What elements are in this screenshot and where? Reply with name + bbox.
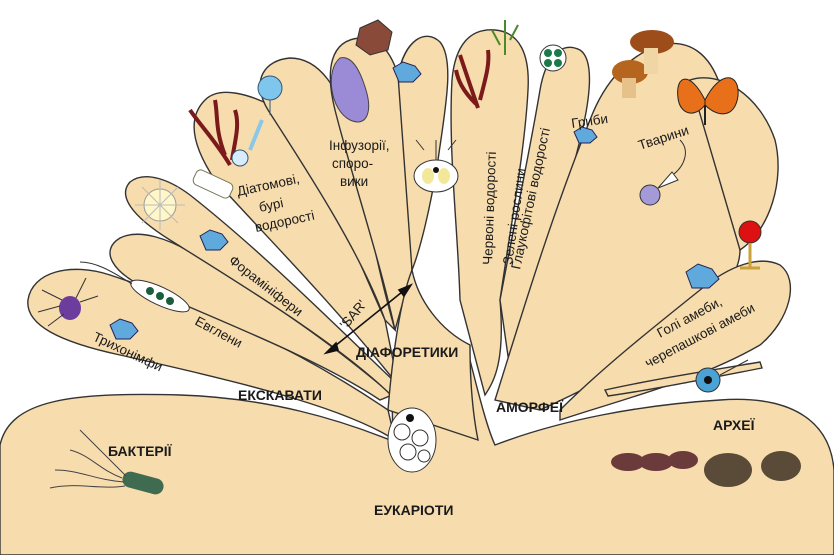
svg-text:вики: вики — [340, 174, 368, 189]
ancestor-cell-icon — [388, 408, 436, 472]
svg-text:споро-: споро- — [332, 156, 373, 171]
label-bacteria: БАКТЕРІЇ — [108, 443, 173, 459]
glaucophyte-icon — [540, 45, 566, 71]
label-eukaryotes: ЕУКАРІОТИ — [374, 502, 453, 518]
label-excavates: ЕКСКАВАТИ — [238, 387, 322, 403]
svg-text:Інфузорії,: Інфузорії, — [329, 138, 389, 153]
label-archaea: АРХЕЇ — [713, 417, 756, 433]
foraminifera-icon — [135, 180, 185, 230]
label-diaphoretics: ДІАФОРЕТИКИ — [356, 344, 458, 360]
label-amorphea: АМОРФЕЇ — [496, 399, 564, 415]
